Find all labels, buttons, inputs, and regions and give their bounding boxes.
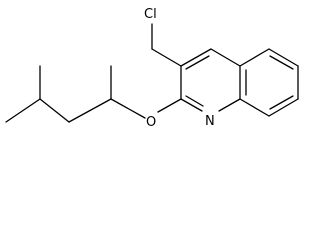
bond-n1-c8a [218, 98, 241, 112]
bond-ch-methyl-left [5, 98, 41, 123]
alkoxy-chain [5, 65, 182, 123]
pyridine-ring [180, 48, 241, 112]
bond-c7-c8 [268, 98, 299, 117]
bond-c4-c3 [180, 48, 212, 67]
oxygen-atom-label: O [146, 115, 156, 130]
structure-canvas: Cl O N [5, 7, 299, 130]
bond-c2-o [157, 98, 182, 113]
molecule-drawing: Cl O N [5, 7, 299, 130]
bond-c4-c3-inner [185, 55, 210, 70]
bond-ch2-ch [39, 98, 70, 123]
bond-c3-ch2 [151, 48, 182, 67]
bond-ch-ch2 [68, 98, 112, 123]
bond-o-ch [110, 98, 146, 119]
bond-c4a-c5 [239, 48, 270, 67]
bond-c5-c6-inner [269, 55, 294, 70]
bond-c8-c8a [239, 98, 270, 117]
bond-c2-n1-inner [185, 95, 204, 107]
chlorine-atom-label: Cl [144, 7, 157, 22]
bond-c2-n1 [180, 98, 203, 112]
bond-c5-c6 [268, 48, 299, 67]
chloromethyl-group [151, 23, 182, 67]
bond-c4a-c4 [210, 48, 241, 67]
benzene-ring [239, 48, 299, 117]
nitrogen-atom-label: N [205, 114, 215, 129]
bond-c7-c8-inner [269, 95, 294, 110]
